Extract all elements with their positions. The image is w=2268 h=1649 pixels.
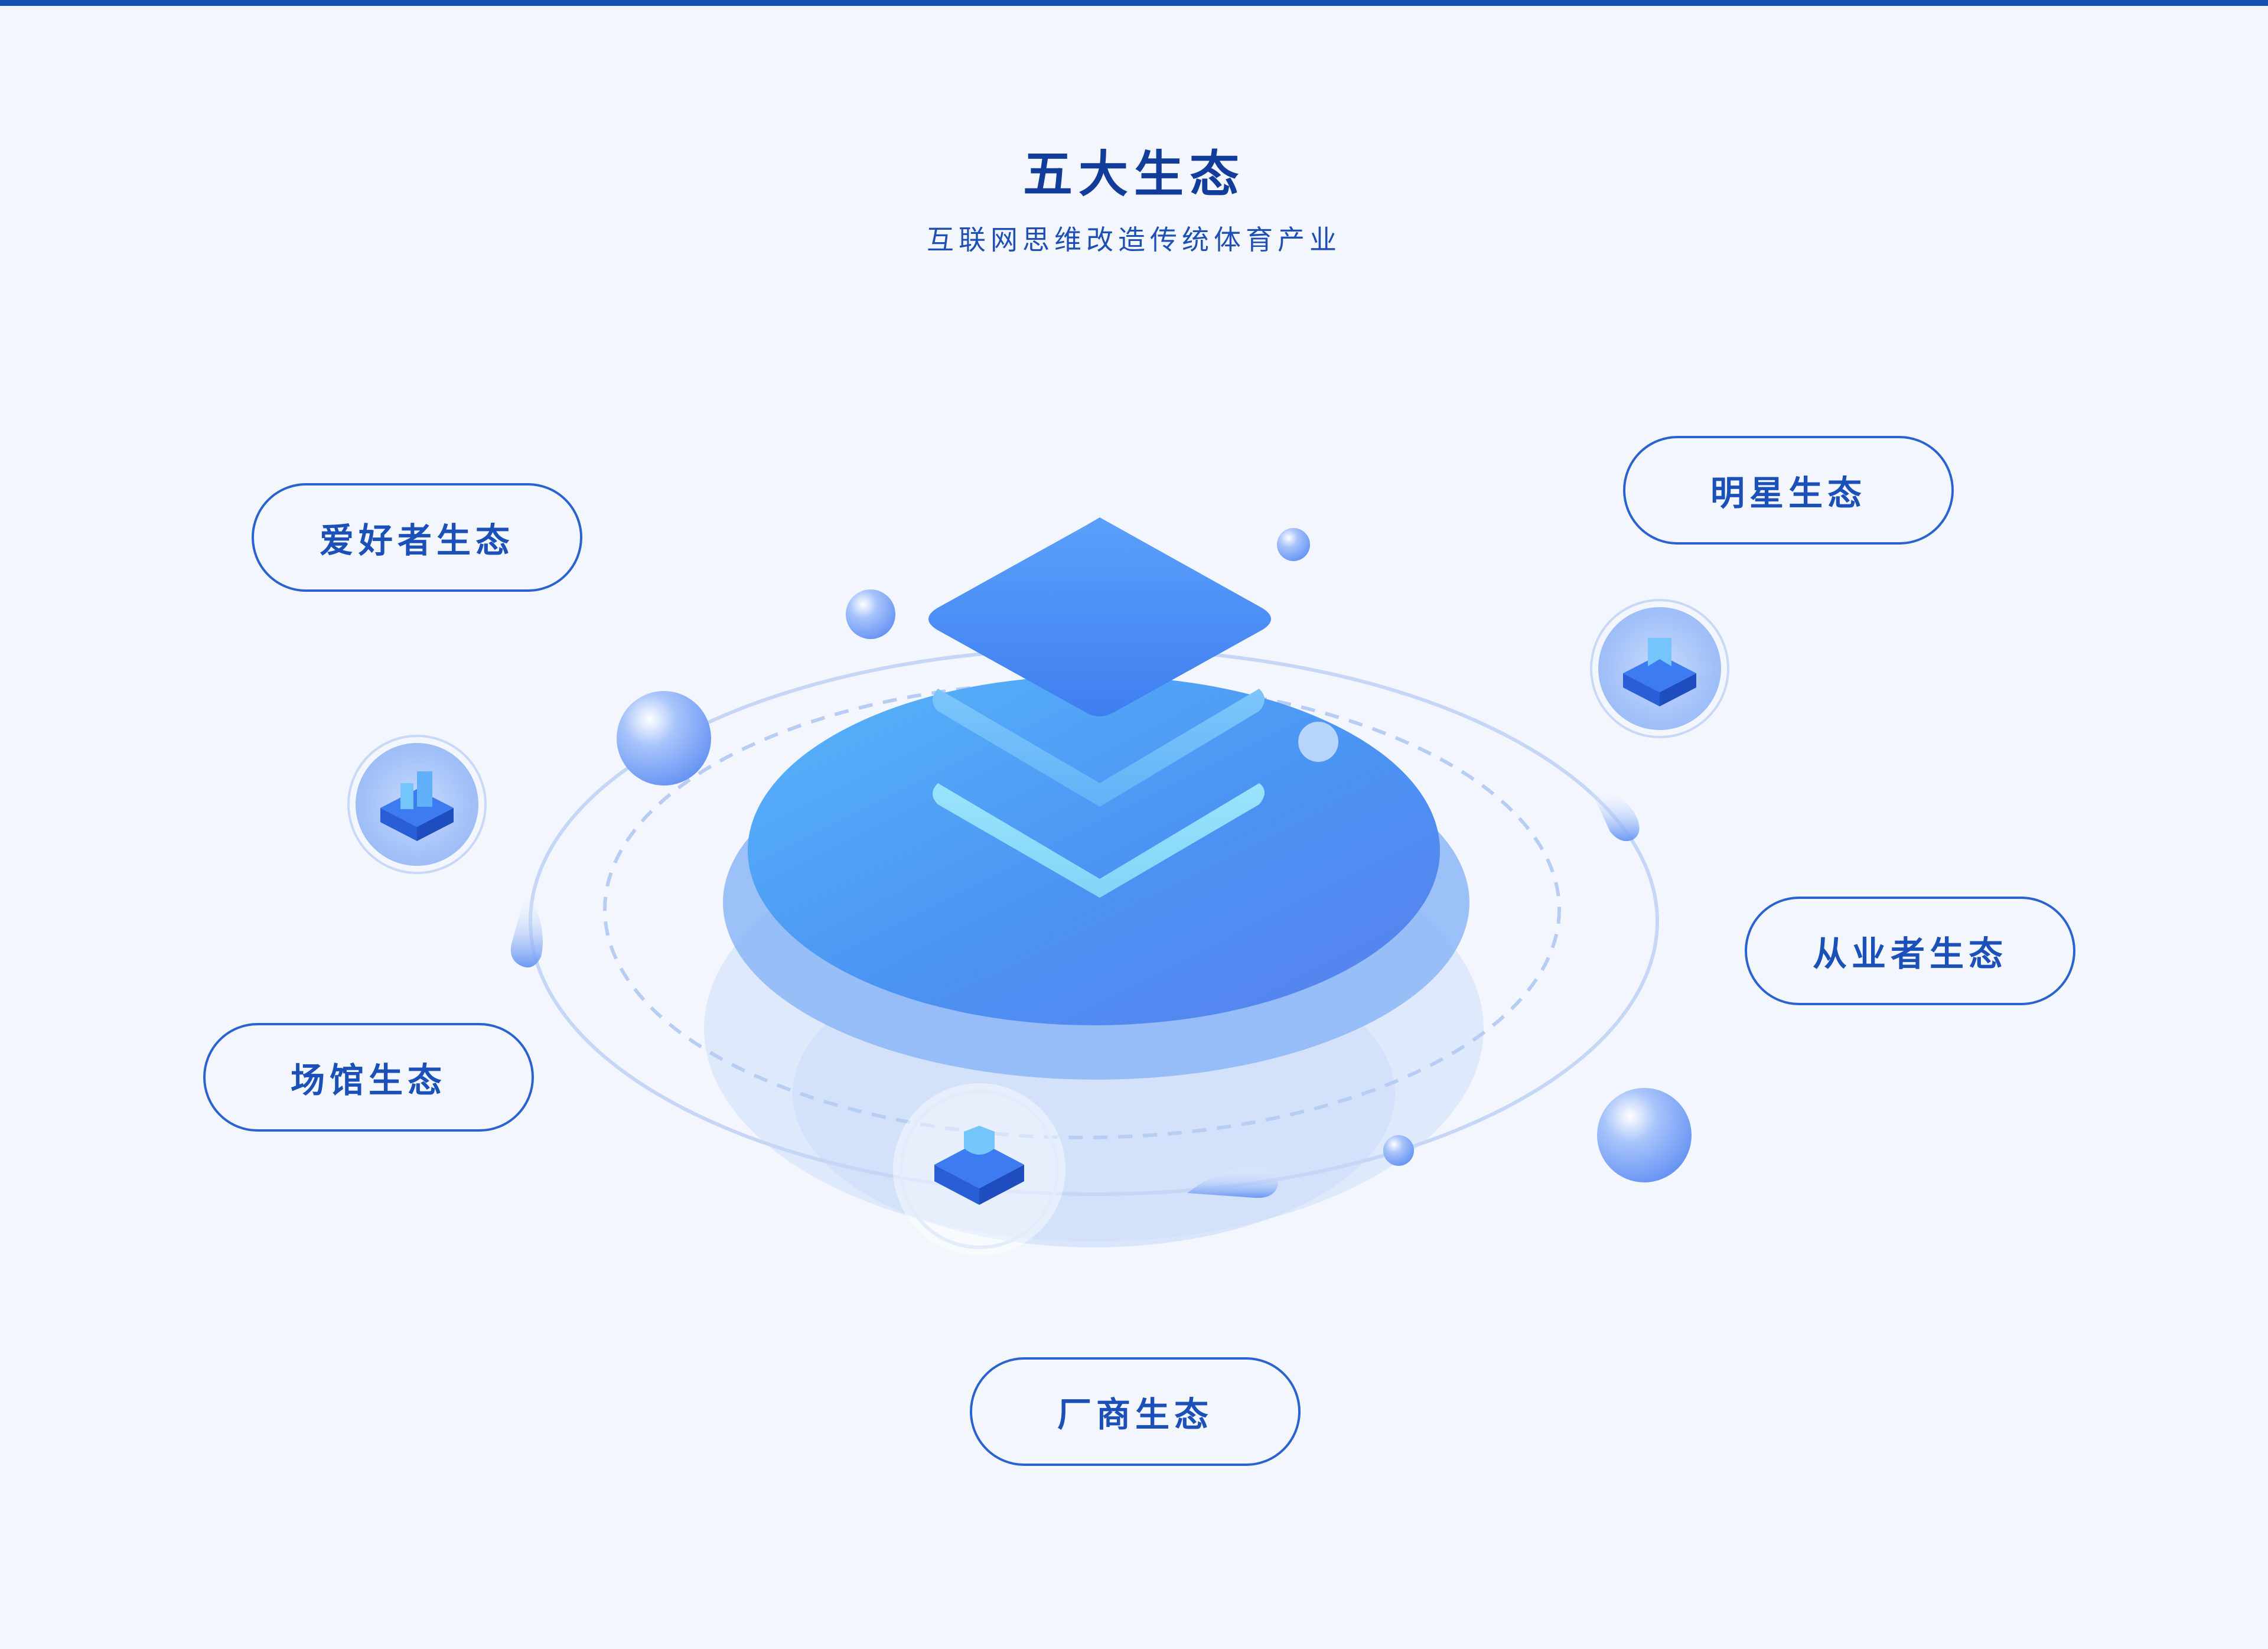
orb	[617, 691, 711, 786]
ecosystem-hobbyist-button[interactable]: 爱好者生态	[252, 483, 582, 592]
ecosystem-venue-button[interactable]: 场馆生态	[203, 1023, 534, 1132]
chevron-upper-icon	[933, 689, 1265, 807]
orb	[1383, 1135, 1414, 1166]
page-subtitle: 互联网思维改造传统体育产业	[927, 224, 1341, 256]
top-bar	[0, 0, 2268, 6]
bookmark-icon	[1590, 599, 1729, 738]
orb	[1298, 722, 1338, 762]
orb	[1277, 528, 1310, 561]
orb	[1597, 1088, 1692, 1182]
ecosystem-vendor-button[interactable]: 厂商生态	[970, 1357, 1301, 1466]
ecosystem-star-button[interactable]: 明星生态	[1623, 436, 1954, 545]
orb	[846, 589, 895, 639]
main-disk	[748, 676, 1440, 1025]
droplet	[1589, 786, 1640, 842]
top-diamond-icon	[928, 517, 1271, 716]
droplet	[1187, 1166, 1278, 1198]
shield-icon	[893, 1083, 1065, 1256]
ecosystem-practitioner-button[interactable]: 从业者生态	[1745, 897, 2075, 1005]
buildings-icon	[347, 735, 487, 874]
droplet	[510, 888, 543, 967]
page-title: 五大生态	[1022, 145, 1245, 203]
